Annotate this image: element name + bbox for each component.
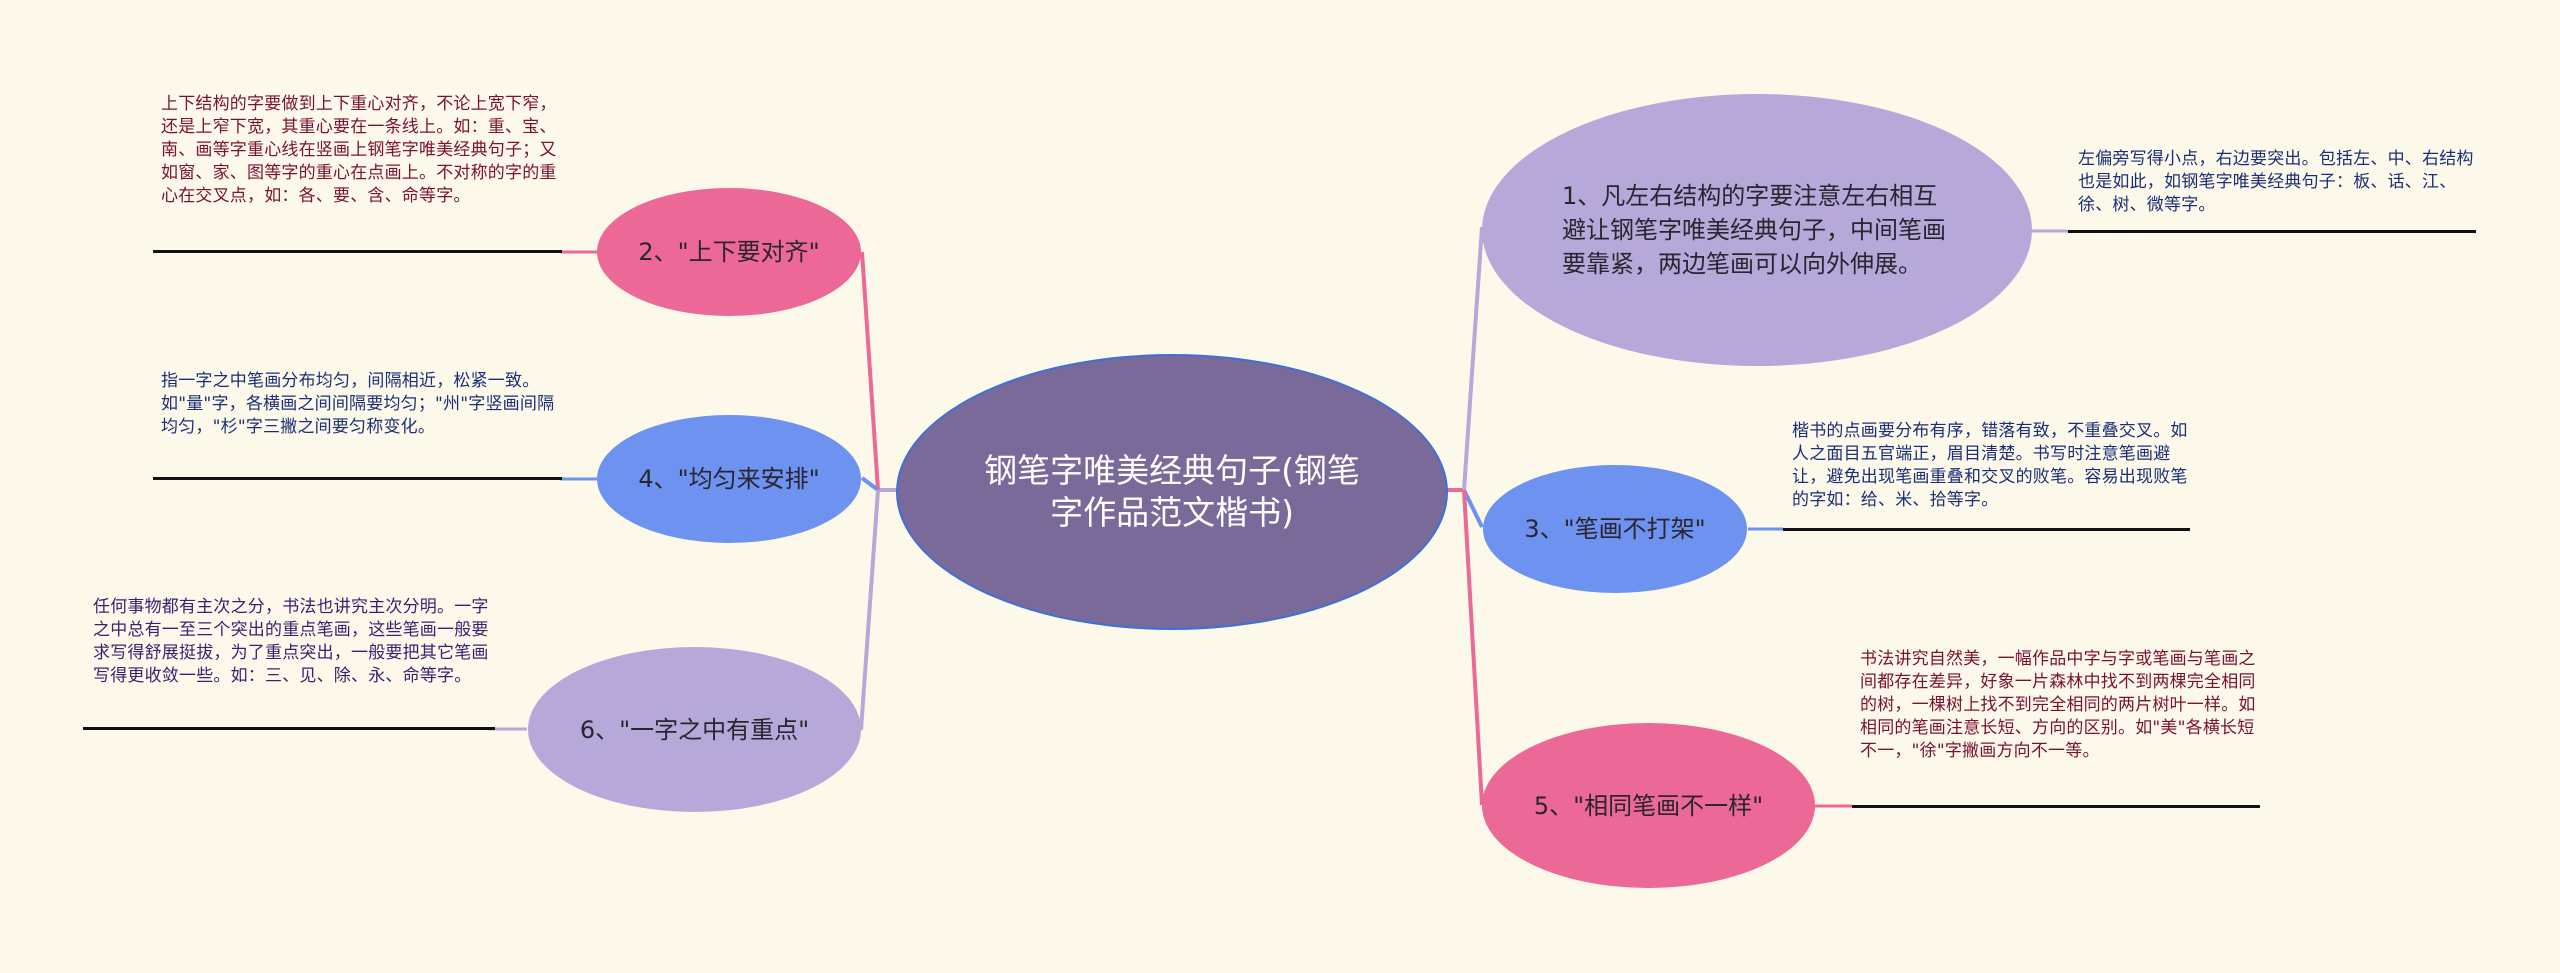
leaf-4-underline	[153, 477, 562, 480]
branch-2-label: 2、"上下要对齐"	[638, 238, 820, 266]
leaf-detail-1[interactable]: 左偏旁写得小点，右边要突出。包括左、中、右结构也是如此，如钢笔字唯美经典句子：板…	[2068, 148, 2478, 233]
branch-node-3[interactable]: 3、"笔画不打架"	[1483, 465, 1747, 593]
branch-node-6[interactable]: 6、"一字之中有重点"	[528, 647, 861, 812]
leaf-2-text: 上下结构的字要做到上下重心对齐，不论上宽下窄，还是上窄下宽，其重心要在一条线上。…	[161, 94, 557, 206]
branch-1-label: 1、凡左右结构的字要注意左右相互避让钢笔字唯美经典句子，中间笔画要靠紧，两边笔画…	[1562, 182, 1946, 278]
leaf-2-underline	[153, 250, 562, 253]
leaf-detail-3[interactable]: 楷书的点画要分布有序，错落有致，不重叠交叉。如人之面目五官端正，眉目清楚。书写时…	[1783, 420, 2192, 531]
leaf-6-text: 任何事物都有主次之分，书法也讲究主次分明。一字之中总有一至三个突出的重点笔画，这…	[93, 597, 489, 686]
branch-node-2[interactable]: 2、"上下要对齐"	[597, 188, 861, 316]
leaf-3-text: 楷书的点画要分布有序，错落有致，不重叠交叉。如人之面目五官端正，眉目清楚。书写时…	[1792, 421, 2188, 510]
leaf-detail-6[interactable]: 任何事物都有主次之分，书法也讲究主次分明。一字之中总有一至三个突出的重点笔画，这…	[83, 596, 495, 730]
leaf-5-text: 书法讲究自然美，一幅作品中字与字或笔画与笔画之间都存在差异，好象一片森林中找不到…	[1860, 649, 2256, 761]
leaf-1-underline	[2068, 230, 2476, 233]
leaf-6-underline	[83, 727, 495, 730]
leaf-detail-5[interactable]: 书法讲究自然美，一幅作品中字与字或笔画与笔画之间都存在差异，好象一片森林中找不到…	[1852, 648, 2260, 808]
root-node[interactable]: 钢笔字唯美经典句子(钢笔字作品范文楷书)	[896, 354, 1448, 630]
branch-node-4[interactable]: 4、"均匀来安排"	[597, 415, 861, 543]
leaf-detail-4[interactable]: 指一字之中笔画分布均匀，间隔相近，松紧一致。如"量"字，各横画之间间隔要均匀；"…	[153, 370, 562, 480]
branch-node-1[interactable]: 1、凡左右结构的字要注意左右相互避让钢笔字唯美经典句子，中间笔画要靠紧，两边笔画…	[1482, 94, 2032, 366]
branch-node-5[interactable]: 5、"相同笔画不一样"	[1482, 723, 1815, 888]
leaf-5-underline	[1852, 805, 2260, 808]
leaf-3-underline	[1783, 528, 2190, 531]
leaf-detail-2[interactable]: 上下结构的字要做到上下重心对齐，不论上宽下窄，还是上窄下宽，其重心要在一条线上。…	[153, 93, 562, 253]
branch-5-label: 5、"相同笔画不一样"	[1533, 791, 1764, 820]
leaf-4-text: 指一字之中笔画分布均匀，间隔相近，松紧一致。如"量"字，各横画之间间隔要均匀；"…	[161, 371, 555, 437]
root-label: 钢笔字唯美经典句子(钢笔字作品范文楷书)	[984, 451, 1360, 532]
leaf-1-text: 左偏旁写得小点，右边要突出。包括左、中、右结构也是如此，如钢笔字唯美经典句子：板…	[2078, 149, 2474, 215]
branch-4-label: 4、"均匀来安排"	[638, 465, 820, 493]
branch-3-label: 3、"笔画不打架"	[1524, 515, 1706, 543]
branch-6-label: 6、"一字之中有重点"	[579, 715, 810, 744]
